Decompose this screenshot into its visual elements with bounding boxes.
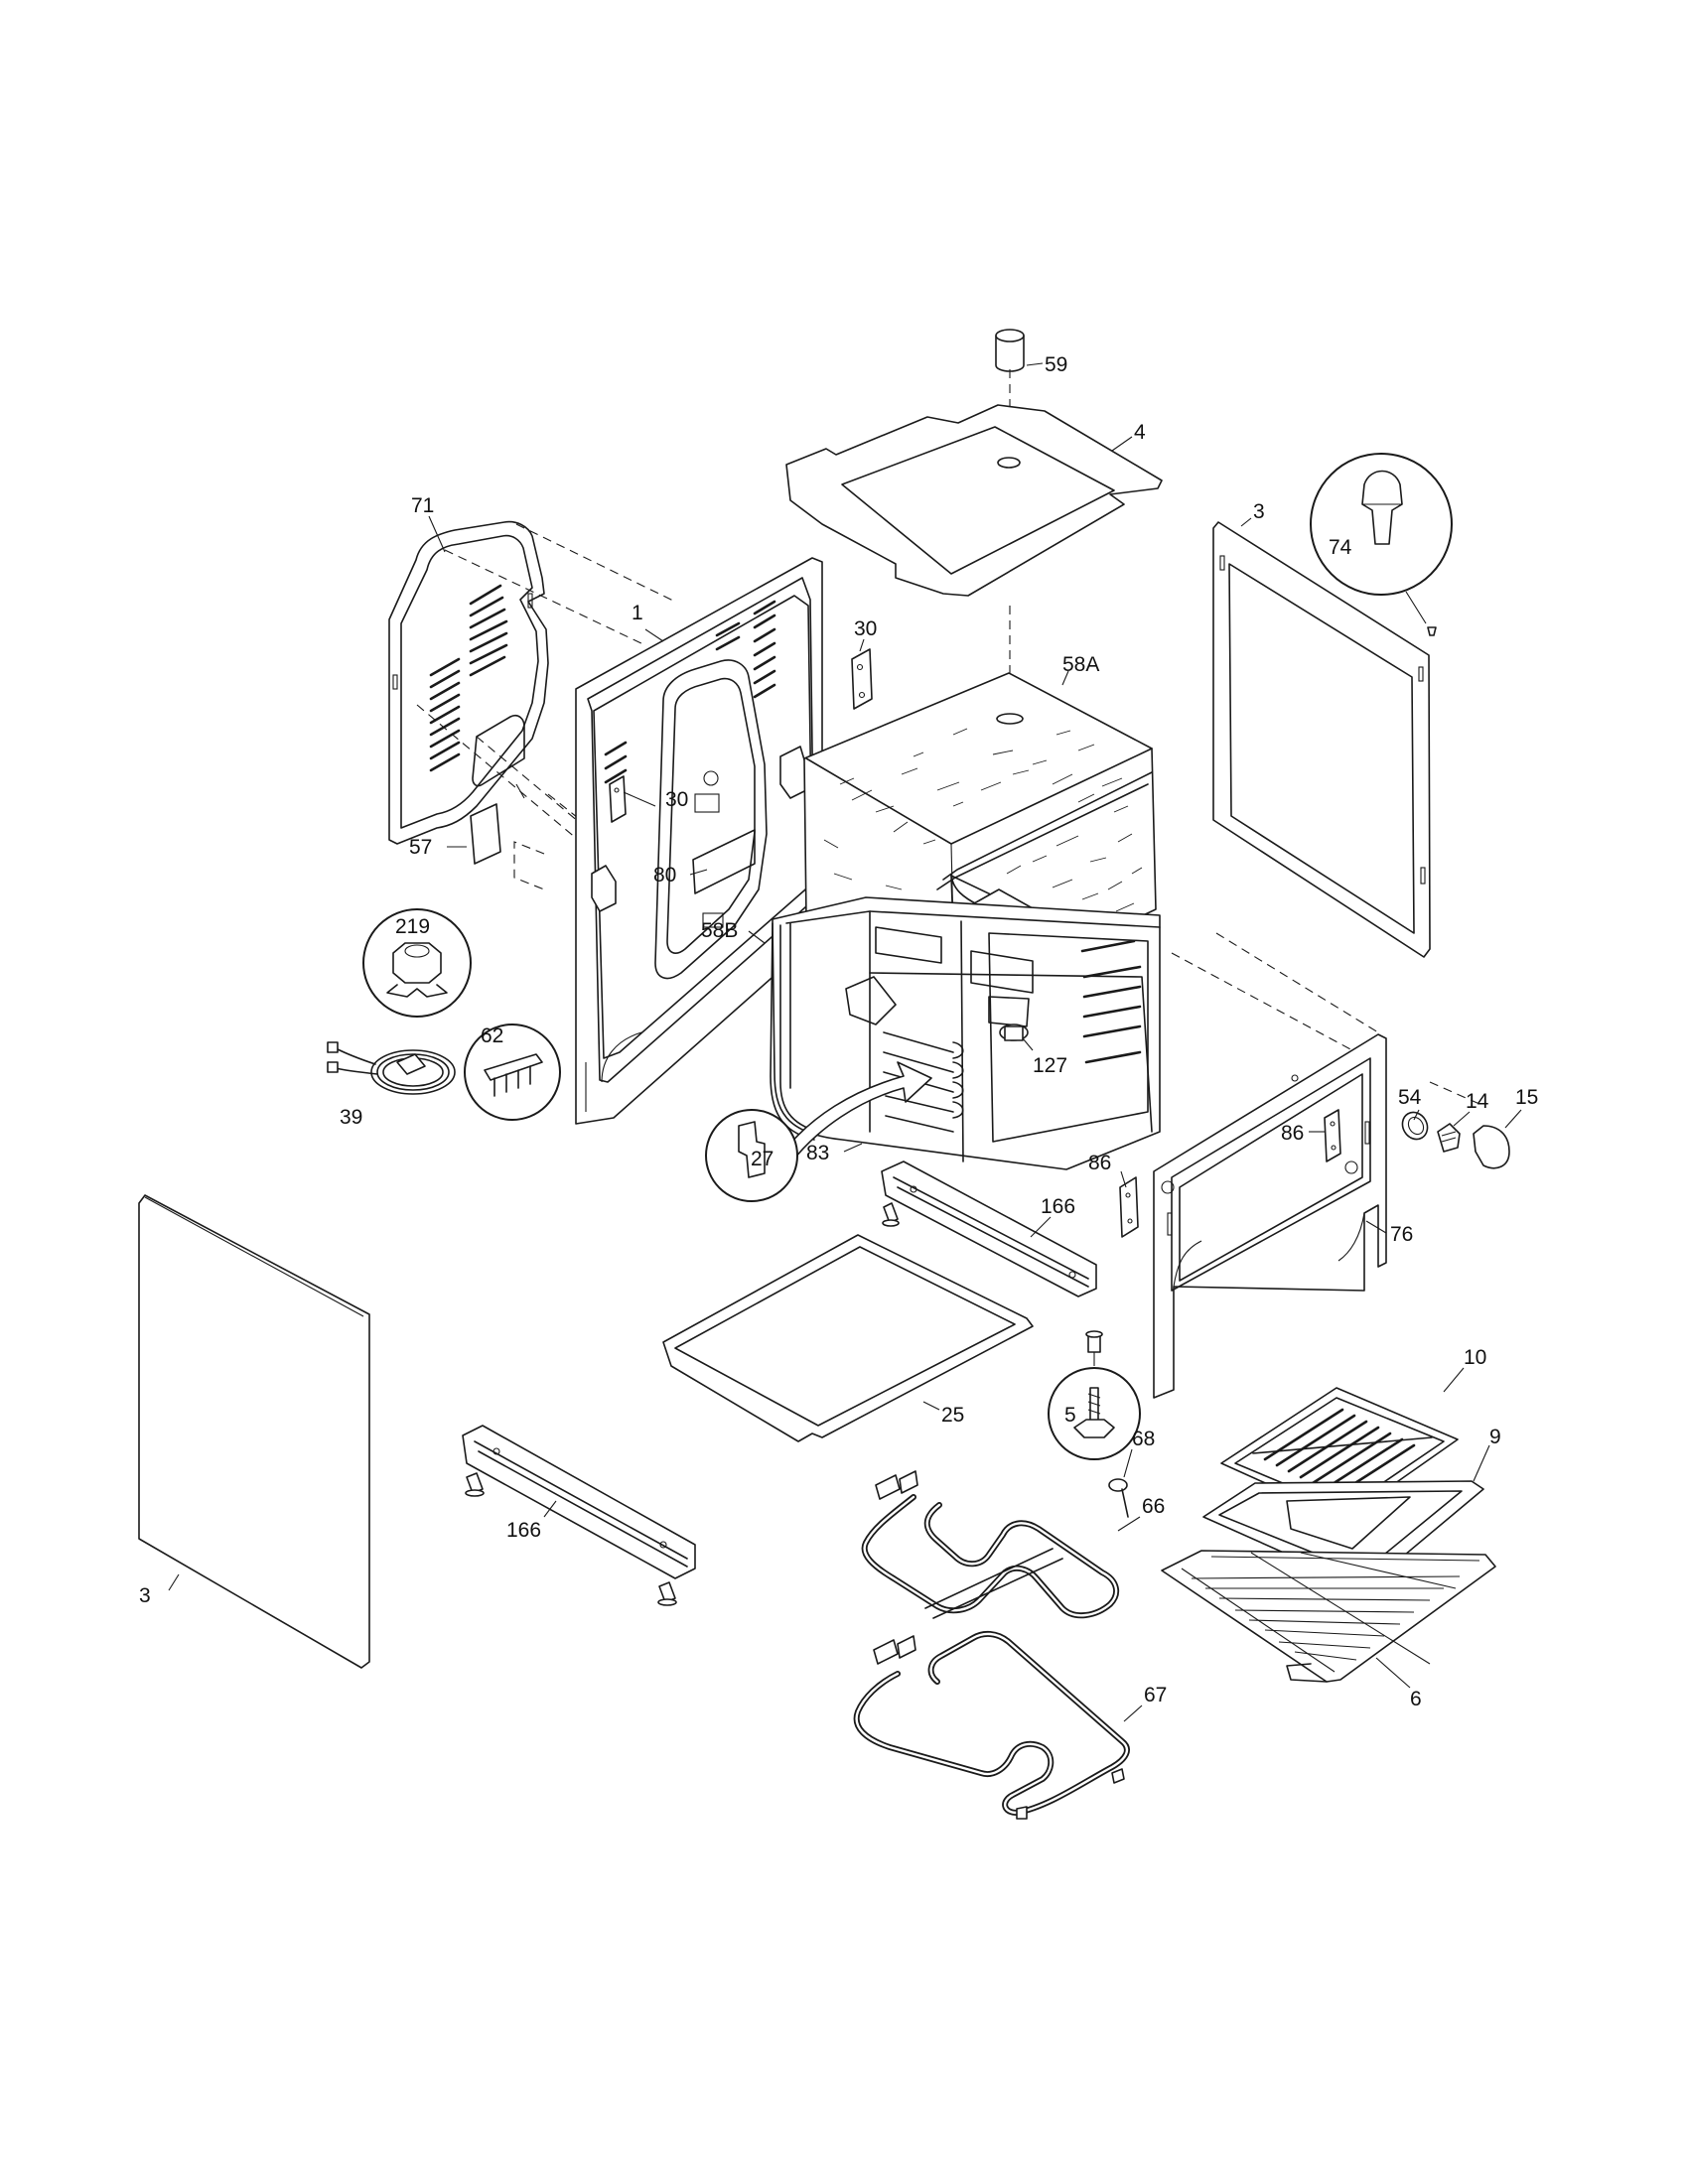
part-68-clip [1108,1478,1129,1518]
label-80: 80 [653,864,676,887]
part-76-front-frame [1153,1033,1387,1399]
part-86-hinge-right [1324,1109,1341,1162]
label-74: 74 [1329,536,1352,559]
label-9: 9 [1489,1426,1501,1448]
label-15: 15 [1515,1086,1538,1109]
part-67-bake-element [853,1630,1130,1820]
label-86-left: 86 [1088,1152,1111,1174]
label-67: 67 [1144,1684,1167,1706]
part-66-broil-element [861,1470,1120,1619]
part-74-knob-callout [1310,453,1453,636]
part-166-rail-lower [462,1425,696,1606]
label-58B: 58B [701,919,738,942]
label-76: 76 [1390,1223,1413,1246]
assembly-dashed-lines [416,523,1480,1105]
part-71-rear-shield [388,520,549,845]
label-3-top: 3 [1253,500,1265,523]
label-27: 27 [751,1148,774,1170]
part-62-callout [464,1024,561,1121]
part-27-callout [705,1109,798,1202]
label-39: 39 [340,1106,362,1129]
label-83: 83 [806,1142,829,1164]
label-66: 66 [1142,1495,1165,1518]
part-59-cap [995,329,1025,459]
label-58A: 58A [1062,653,1099,676]
part-86-hinge-left [1119,1176,1139,1238]
label-59: 59 [1045,353,1067,376]
part-number-labels: 59 4 3 74 71 1 30 58A 30 57 80 219 58B 6… [139,353,1538,1710]
part-30-bracket-lower [609,775,627,823]
label-30-mid: 30 [665,788,688,811]
label-6: 6 [1410,1688,1422,1710]
part-54-light-lens-ring [1401,1111,1429,1141]
part-25-bottom-panel [662,1234,1034,1442]
part-30-bracket-upper [851,648,873,710]
label-68: 68 [1132,1428,1155,1450]
label-14: 14 [1466,1090,1489,1113]
label-30-top: 30 [854,617,877,640]
part-3-side-panel-right [1212,521,1431,958]
label-10: 10 [1464,1346,1486,1369]
label-62: 62 [481,1024,503,1047]
part-5-leveler-callout [1048,1330,1141,1460]
label-219: 219 [395,915,430,938]
part-15-light-bulb [1473,1125,1510,1169]
label-5: 5 [1064,1404,1076,1427]
label-1: 1 [632,602,643,624]
label-166-top: 166 [1041,1195,1075,1218]
label-25: 25 [941,1404,964,1427]
part-3-side-panel-left [138,1194,370,1669]
label-127: 127 [1033,1054,1067,1077]
part-6-oven-rack [1161,1550,1496,1683]
label-166-bottom: 166 [506,1519,541,1542]
label-3-bottom: 3 [139,1584,151,1607]
part-1-back-panel [575,557,823,1125]
part-219-callout [362,908,472,1018]
part-4-top-panel [785,404,1163,597]
oven-cavity [770,896,1161,1170]
label-4: 4 [1134,421,1146,444]
leader-lines [168,362,1522,1722]
label-86-right: 86 [1281,1122,1304,1145]
part-39-power-cord [327,1041,456,1095]
part-27-insert-arrow [779,1061,932,1164]
label-54: 54 [1398,1086,1422,1109]
part-166-rail-upper [881,1160,1097,1297]
part-14-light-socket [1437,1123,1461,1153]
label-57: 57 [409,836,432,859]
part-57-cover-plate [470,803,501,865]
label-71: 71 [411,494,434,517]
